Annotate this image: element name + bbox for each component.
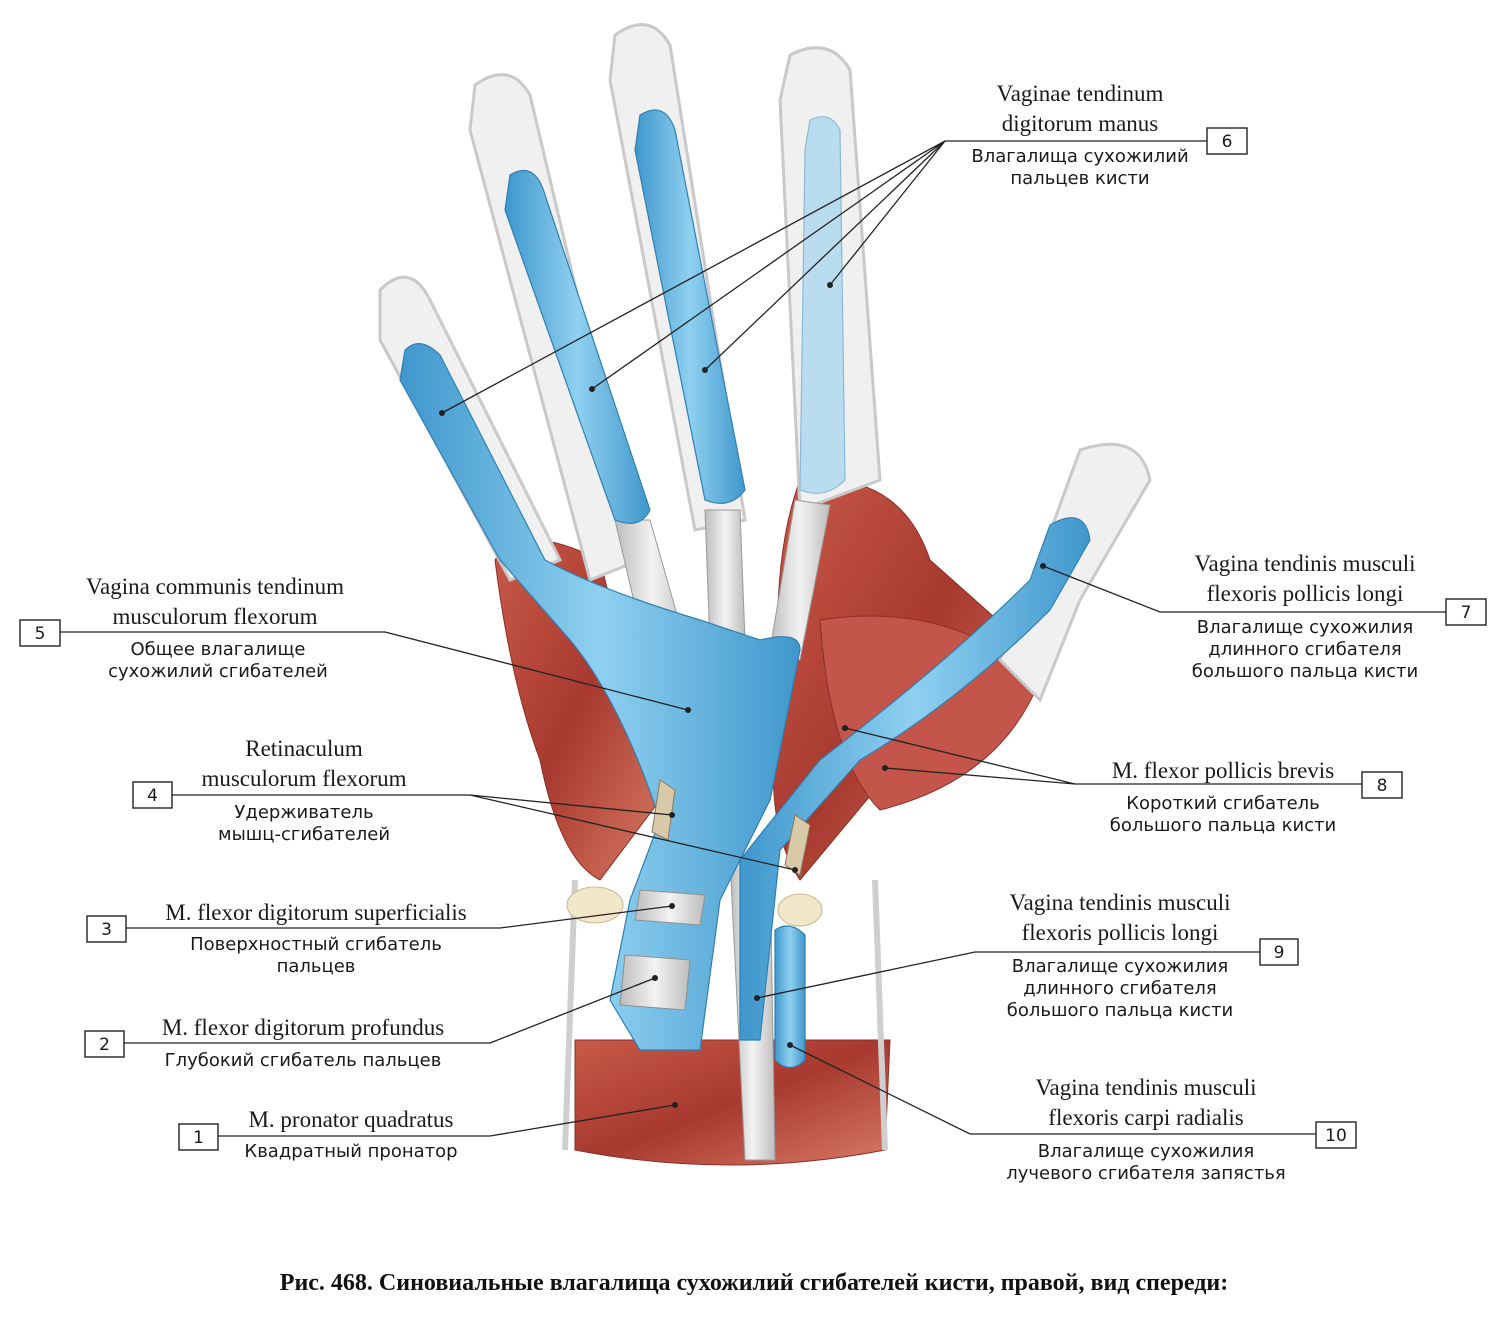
sheath-index-light <box>799 116 846 494</box>
leader-lines <box>60 140 1446 1137</box>
label-10-russian-1: Влагалище сухожилия <box>1038 1141 1254 1162</box>
label-7-russian-1: Влагалище сухожилия <box>1197 617 1413 638</box>
thumb-sheath <box>739 517 1091 1041</box>
label-5-latin-2: musculorum flexorum <box>112 604 317 629</box>
label-2-box: 2 <box>84 1030 125 1058</box>
label-2-latin-1: M. flexor digitorum profundus <box>162 1015 444 1040</box>
sheath-ring <box>504 170 651 524</box>
label-3-latin-1: M. flexor digitorum superficialis <box>165 900 467 925</box>
label-texts: Vaginae tendinum digitorum manus Влагали… <box>86 81 1418 1184</box>
label-5-russian-1: Общее влагалище <box>131 639 306 660</box>
label-3-russian-1: Поверхностный сгибатель <box>190 934 442 955</box>
label-10-box: 10 <box>1315 1121 1357 1149</box>
label-3-box: 3 <box>86 915 127 943</box>
label-10-number: 10 <box>1325 1126 1347 1146</box>
label-8-box: 8 <box>1361 771 1403 799</box>
fdp-tendon-block <box>619 954 691 1011</box>
label-1-latin-1: M. pronator quadratus <box>248 1107 453 1132</box>
label-6-latin-2: digitorum manus <box>1002 111 1159 136</box>
label-6-russian-1: Влагалища сухожилий <box>971 146 1188 167</box>
label-10-russian-2: лучевого сгибателя запястья <box>1006 1163 1286 1184</box>
fcr-sheath <box>774 925 806 1069</box>
label-5-latin-1: Vagina communis tendinum <box>86 574 344 599</box>
label-9-number: 9 <box>1274 943 1285 963</box>
label-7-number: 7 <box>1461 603 1472 623</box>
digital-sheaths <box>504 109 846 524</box>
label-8-russian-1: Короткий сгибатель <box>1126 793 1320 814</box>
label-6-latin-1: Vaginae tendinum <box>997 81 1164 106</box>
label-9-latin-2: flexoris pollicis longi <box>1022 920 1219 945</box>
label-5-number: 5 <box>35 624 46 644</box>
common-flexor-sheath <box>399 343 801 1051</box>
label-4-latin-1: Retinaculum <box>245 736 363 761</box>
label-9-box: 9 <box>1259 938 1299 966</box>
label-9-russian-1: Влагалище сухожилия <box>1012 956 1228 977</box>
label-1-number: 1 <box>193 1128 204 1148</box>
label-2-russian-1: Глубокий сгибатель пальцев <box>165 1050 442 1071</box>
label-6-russian-2: пальцев кисти <box>1010 168 1149 189</box>
label-7-russian-3: большого пальца кисти <box>1192 661 1418 682</box>
forearm-muscle <box>574 1039 891 1166</box>
label-4-russian-2: мышц-сгибателей <box>218 824 390 845</box>
label-8-russian-2: большого пальца кисти <box>1110 815 1336 836</box>
label-4-latin-2: musculorum flexorum <box>201 766 406 791</box>
label-7-russian-2: длинного сгибателя <box>1208 639 1401 660</box>
label-9-russian-2: длинного сгибателя <box>1023 978 1216 999</box>
hand-illustration <box>378 23 1152 1166</box>
label-3-number: 3 <box>101 920 112 940</box>
label-9-russian-3: большого пальца кисти <box>1007 1000 1233 1021</box>
number-boxes: 1 2 3 4 5 6 7 8 9 10 <box>19 127 1487 1151</box>
label-10-latin-1: Vagina tendinis musculi <box>1035 1075 1256 1100</box>
label-7-latin-2: flexoris pollicis longi <box>1207 581 1404 606</box>
label-3-russian-2: пальцев <box>277 956 356 977</box>
label-8-latin-1: M. flexor pollicis brevis <box>1112 758 1334 783</box>
label-6-number: 6 <box>1222 132 1233 152</box>
label-7-latin-1: Vagina tendinis musculi <box>1194 551 1415 576</box>
sheath-middle <box>634 109 746 504</box>
label-7-box: 7 <box>1445 598 1487 626</box>
label-4-box: 4 <box>132 781 173 809</box>
thumb <box>998 442 1152 703</box>
label-6-box: 6 <box>1206 127 1248 155</box>
retinaculum <box>651 779 811 876</box>
label-4-russian-1: Удерживатель <box>234 802 373 823</box>
label-4-number: 4 <box>147 786 158 806</box>
label-10-latin-2: flexoris carpi radialis <box>1048 1105 1243 1130</box>
label-5-russian-2: сухожилий сгибателей <box>108 661 328 682</box>
label-1-russian-1: Квадратный пронатор <box>244 1141 457 1162</box>
label-5-box: 5 <box>19 619 61 647</box>
label-8-number: 8 <box>1377 776 1388 796</box>
label-1-box: 1 <box>178 1123 219 1151</box>
label-9-latin-1: Vagina tendinis musculi <box>1009 890 1230 915</box>
figure-caption: Рис. 468. Синовиальные влагалища сухожил… <box>280 1270 1228 1296</box>
label-2-number: 2 <box>99 1035 110 1055</box>
